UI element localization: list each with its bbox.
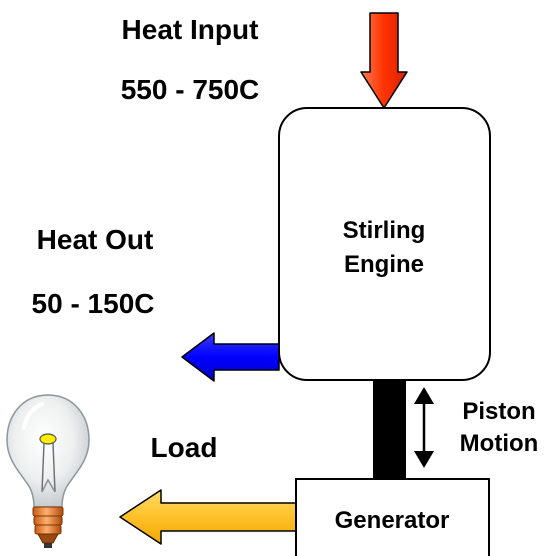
- piston-label-line1: Piston: [462, 398, 535, 425]
- engine-label-line2: Engine: [344, 251, 424, 278]
- heat-input-range: 550 - 750C: [121, 74, 260, 105]
- heat-out-range: 50 - 150C: [32, 288, 155, 319]
- piston-rod: [373, 380, 406, 479]
- piston-label-line2: Motion: [460, 430, 539, 457]
- generator-label: Generator: [335, 507, 450, 534]
- piston-motion-arrow-icon: [414, 387, 434, 468]
- heat-input-title: Heat Input: [122, 14, 259, 45]
- heat-input-arrow: [360, 12, 408, 109]
- load-label: Load: [151, 432, 218, 463]
- light-bulb-icon: [6, 394, 90, 548]
- engine-label-line1: Stirling: [343, 217, 426, 244]
- load-arrow: [119, 489, 297, 545]
- stirling-engine-box: [278, 107, 491, 381]
- generator-box: [295, 478, 490, 556]
- heat-out-arrow: [181, 332, 280, 382]
- heat-out-title: Heat Out: [37, 224, 154, 255]
